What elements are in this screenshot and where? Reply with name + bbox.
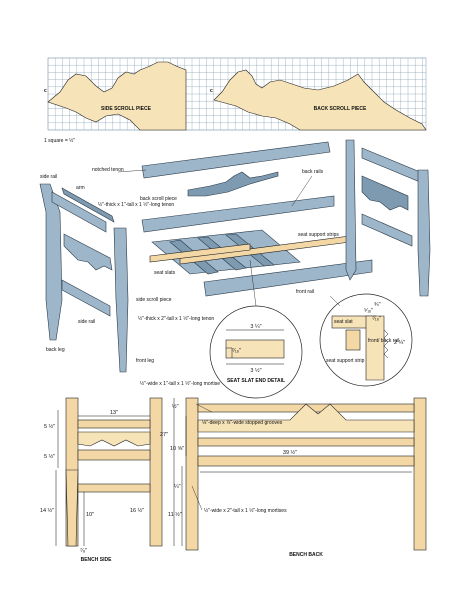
side-scroll-shape: [63, 233, 113, 271]
side-dim-27: 27": [160, 432, 168, 438]
back-leg: [39, 183, 63, 341]
side-scroll-label: SIDE SCROLL PIECE: [101, 106, 152, 112]
side-dim-16: 16 ½": [130, 507, 144, 514]
slat-detail-caption: SEAT SLAT END DETAIL: [227, 378, 285, 384]
side-dim-14: 14 ½": [40, 507, 54, 514]
label-tenon-spec: ½"-thick x 1"-tall x 1 ½"-long tenon: [98, 201, 174, 208]
label-front-leg: front leg: [136, 358, 154, 364]
label-seat-slats: seat slats: [154, 270, 176, 276]
exploded-view: notched tenon side rail arm back rails b…: [39, 139, 431, 387]
back-dim-10: 10 ⅝": [170, 446, 184, 452]
label-back-scroll-piece: back scroll piece: [140, 196, 177, 202]
detail-dim-right: 2 ¼": [394, 340, 405, 346]
side-dim-quarter: ¼": [174, 484, 181, 490]
detail-front-back-rail: front/ back rail: [368, 338, 399, 344]
right-front-leg: [417, 169, 431, 297]
label-back-rails: back rails: [302, 169, 324, 175]
rail-detail: seat slat seat support strip front/ back…: [319, 293, 413, 387]
scroll-grid-panel: SIDE SCROLL PIECE BACK SCROLL PIECE c c …: [44, 57, 427, 144]
side-dim-5b: 5 ½": [44, 453, 55, 460]
back-dim-11: 11 ½": [168, 511, 182, 518]
detail-seat-slat: seat slat: [334, 319, 353, 325]
back-dim-39: 39 ½": [283, 449, 297, 456]
right-back-rail-top: [361, 147, 421, 183]
right-scroll-piece: [361, 175, 409, 211]
bench-side-elevation: 13" 5 ½" 5 ½" 14 ½" 10" 16 ½" 27" ½" ⁷⁄₈…: [40, 397, 181, 563]
label-side-rail-bottom: side rail: [78, 319, 95, 325]
label-arm: arm: [76, 185, 85, 191]
right-back-leg: [345, 139, 357, 281]
detail-seat-support-strip: seat support strip: [326, 358, 365, 364]
seat-support-strip-front: [149, 243, 251, 263]
back-rail-lower: [141, 195, 335, 233]
side-dim-half: ½": [172, 403, 179, 410]
side-dim-5a: 5 ½": [44, 423, 55, 430]
detail-dim-left: ⁵⁄₁₆": [364, 307, 373, 314]
side-rail-top-shape: [51, 191, 107, 233]
label-notched-tenon: notched tenon: [92, 167, 124, 173]
bench-back-caption: BENCH BACK: [289, 552, 323, 558]
slat-bottom-dim: 3 ½": [250, 367, 261, 374]
back-grooves-note: ⅛"-deep x ⅞"-wide stopped grooves: [202, 420, 283, 426]
side-dim-10: 10": [86, 512, 94, 518]
label-mortise-spec: ½"-wide x 1"-tall x 1 ½"-long mortise: [140, 380, 220, 387]
back-scroll-shape: [187, 171, 279, 197]
arm-shape: [61, 187, 115, 223]
scale-note: 1 square = ½": [44, 137, 75, 144]
right-back-rail-bottom: [361, 213, 413, 247]
side-scroll-piece-shape: [47, 61, 187, 131]
label-side-rail-top: side rail: [40, 174, 57, 180]
back-scroll-label: BACK SCROLL PIECE: [314, 106, 367, 112]
back-scroll-piece-shape: [213, 69, 427, 131]
detail-dim-mid: ⁷⁄₁₆": [372, 315, 381, 322]
label-front-rail: front rail: [296, 289, 314, 295]
label-seat-support-strips: seat support strips: [298, 232, 339, 238]
bench-back-elevation: 39 ½" 10 ⅝" 11 ½" ⅛"-deep x ⅞"-wide stop…: [168, 397, 427, 558]
back-mortises-note: ½"-wide x 2"-tall x 1 ½"-long mortises: [204, 507, 287, 514]
left-marker: c: [44, 88, 47, 94]
label-tenon-spec-2: ½"-thick x 2"-tall x 1 ½"-long tenon: [138, 315, 214, 322]
slat-top-dim: 3 ¼": [250, 324, 261, 330]
slat-side-dim: ⁷⁄₁₆": [232, 347, 241, 354]
back-rail-upper: [141, 141, 331, 179]
front-rail-shape: [203, 259, 373, 297]
label-side-scroll-piece: side scroll piece: [136, 297, 172, 303]
side-dim-13: 13": [110, 410, 118, 416]
side-dim-small: ⁷⁄₈": [80, 547, 87, 554]
detail-dim-top: ¾": [374, 302, 381, 308]
front-leg: [113, 227, 129, 373]
side-rail-bottom-shape: [61, 279, 111, 317]
slat-detail: 3 ¼" ⁷⁄₁₆" 3 ½" SEAT SLAT END DETAIL: [209, 259, 303, 399]
bench-side-caption: BENCH SIDE: [81, 557, 113, 563]
label-back-leg: back leg: [46, 347, 65, 353]
right-marker: c: [210, 88, 213, 94]
